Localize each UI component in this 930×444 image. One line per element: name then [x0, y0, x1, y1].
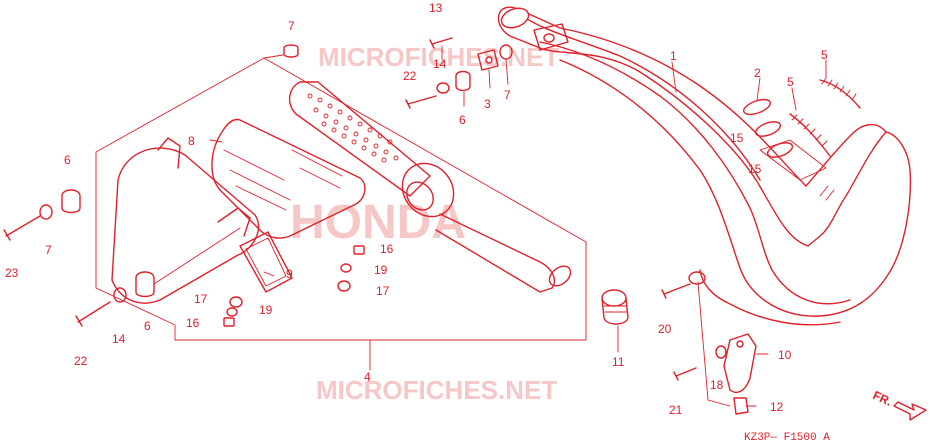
callout-16-left: 16 — [186, 316, 200, 330]
callout-6-lower: 6 — [144, 319, 151, 333]
collar-7-upper — [283, 44, 299, 58]
callout-16-right: 16 — [380, 242, 394, 256]
washer-17-right — [337, 280, 351, 292]
callout-2: 2 — [754, 66, 761, 80]
callout-18: 18 — [710, 378, 724, 392]
collar-7-top — [499, 44, 513, 60]
callout-7-left: 7 — [45, 243, 52, 257]
front-direction-arrow: FR. — [871, 388, 927, 421]
expansion-chamber — [497, 6, 912, 326]
rubber-mount-11 — [601, 289, 629, 325]
washer-14-left — [113, 287, 127, 303]
washer-19-left — [226, 307, 238, 317]
screw-16-left — [223, 317, 235, 327]
direction-label: FR. — [871, 388, 894, 409]
callout-17-right: 17 — [376, 284, 390, 298]
callout-14-top: 14 — [433, 57, 447, 71]
callout-23: 23 — [5, 266, 19, 280]
spring-upper — [819, 77, 861, 109]
callout-22-top: 22 — [403, 69, 417, 83]
o-ring-15a — [754, 121, 782, 137]
stay-3 — [477, 49, 499, 71]
bolt-22-left — [75, 301, 111, 327]
callout-17-left: 17 — [194, 292, 208, 306]
spring-lower — [789, 113, 831, 157]
callout-6-top: 6 — [459, 113, 466, 127]
callout-7-upper: 7 — [288, 19, 295, 33]
watermark-bottom: MICROFICHES.NET — [316, 375, 557, 405]
watermark-top: MICROFICHES.NET — [318, 42, 559, 72]
gasket-2 — [742, 98, 772, 116]
callout-5-lower: 5 — [787, 75, 794, 89]
callout-10: 10 — [778, 348, 792, 362]
perforated-inner-pipe — [289, 81, 572, 293]
nut-12 — [733, 397, 749, 415]
diagram-code: KZ3P— F1500 A — [744, 432, 830, 444]
bracket-hole — [736, 340, 744, 348]
stay-3-hole — [485, 56, 493, 64]
o-ring-15b — [766, 142, 794, 158]
leader-mount-lower — [153, 227, 241, 285]
callout-6-left: 6 — [64, 153, 71, 167]
washer-18 — [715, 345, 727, 359]
grommet-6-left — [61, 189, 81, 214]
callout-22-left: 22 — [74, 354, 88, 368]
callout-19-left: 19 — [259, 303, 273, 317]
callout-9: 9 — [286, 267, 293, 281]
muffler-packing — [211, 118, 366, 239]
callout-numbers: 1 2 3 4 5 5 6 6 6 7 7 7 8 9 10 11 12 13 … — [5, 1, 828, 417]
callout-4: 4 — [364, 370, 371, 384]
grommet-6-top — [455, 70, 471, 92]
leader-7-upper — [263, 54, 284, 59]
bolt-21 — [673, 367, 697, 381]
callout-15-upper: 15 — [730, 131, 744, 145]
callout-14-left: 14 — [112, 332, 126, 346]
callout-7-top: 7 — [504, 88, 511, 102]
bolt-23 — [3, 215, 41, 241]
callout-15-lower: 15 — [748, 162, 762, 176]
callout-1: 1 — [670, 49, 677, 63]
callout-12: 12 — [770, 400, 784, 414]
callout-3: 3 — [484, 97, 491, 111]
bracket-10 — [723, 333, 757, 394]
muffler-end-cap — [111, 137, 293, 304]
washer-17-left — [229, 296, 243, 308]
bolt-20 — [661, 283, 691, 299]
grommet-6-lower — [135, 271, 155, 298]
callout-21: 21 — [669, 403, 683, 417]
callout-13: 13 — [429, 1, 443, 15]
assembly-outline — [95, 57, 587, 341]
screw-16-right — [353, 245, 365, 255]
bolt-22-top — [405, 95, 437, 109]
washer-14-top — [436, 82, 450, 94]
callout-8: 8 — [188, 134, 195, 148]
bolt-13 — [429, 37, 453, 49]
washer-19-right — [340, 263, 352, 273]
callout-leaders — [209, 45, 827, 407]
leader-20 — [697, 281, 709, 401]
callout-11: 11 — [612, 355, 625, 369]
callout-19-right: 19 — [374, 263, 388, 277]
callout-20: 20 — [658, 322, 672, 336]
callout-5-upper: 5 — [821, 48, 828, 62]
collar-7-left — [39, 204, 53, 220]
leader-12 — [707, 399, 731, 407]
